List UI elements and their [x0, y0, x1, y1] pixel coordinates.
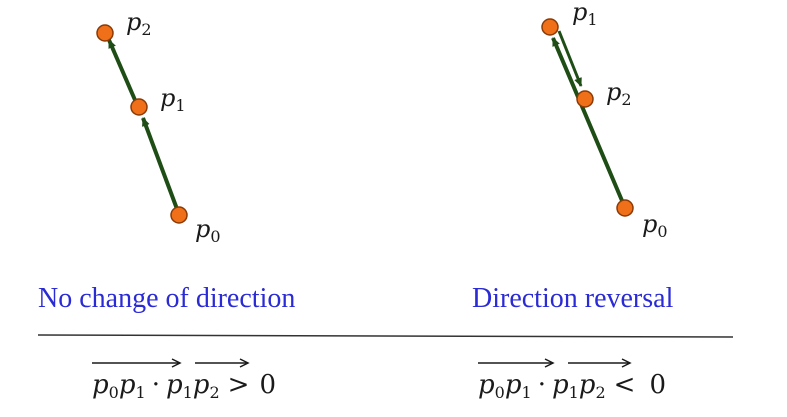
right-vector-arrowhead-b: [621, 358, 632, 368]
left-point-p0: [170, 206, 188, 224]
right-formula-text: p0p1·p1p2<0: [478, 370, 666, 402]
divider-line: [37, 334, 734, 338]
left-formula-text: p0p1·p1p2>0: [92, 370, 276, 402]
right-label-p2: p2: [606, 78, 632, 109]
left-point-p2: [96, 24, 114, 42]
left-label-p0: p0: [195, 215, 221, 246]
left-arrow-p1-p2: [107, 39, 137, 101]
right-label-p0: p0: [642, 210, 668, 241]
left-vector-arrowhead-b: [239, 358, 250, 368]
right-arrow-p1-p2: [557, 30, 583, 87]
left-diagram: p0 p1 p2 No change of direction: [38, 8, 295, 314]
left-vector-arrowhead-a: [171, 358, 182, 368]
left-label-p2: p2: [126, 8, 152, 39]
left-point-p1: [130, 98, 148, 116]
right-point-p0: [616, 199, 634, 217]
right-label-p1: p1: [572, 0, 598, 29]
right-arrow-p0-p1: [551, 37, 625, 204]
right-point-p2: [576, 90, 594, 108]
right-vector-arrowhead-a: [544, 358, 555, 368]
right-formula: p0p1·p1p2<0: [478, 358, 666, 402]
right-caption: Direction reversal: [472, 283, 674, 314]
left-label-p1: p1: [160, 84, 186, 115]
left-arrow-p0-p1: [141, 117, 179, 210]
right-diagram: p0 p1 p2 Direction reversal: [472, 0, 674, 314]
left-caption: No change of direction: [38, 283, 295, 314]
left-formula: p0p1·p1p2>0: [92, 358, 276, 402]
right-point-p1: [541, 18, 559, 36]
